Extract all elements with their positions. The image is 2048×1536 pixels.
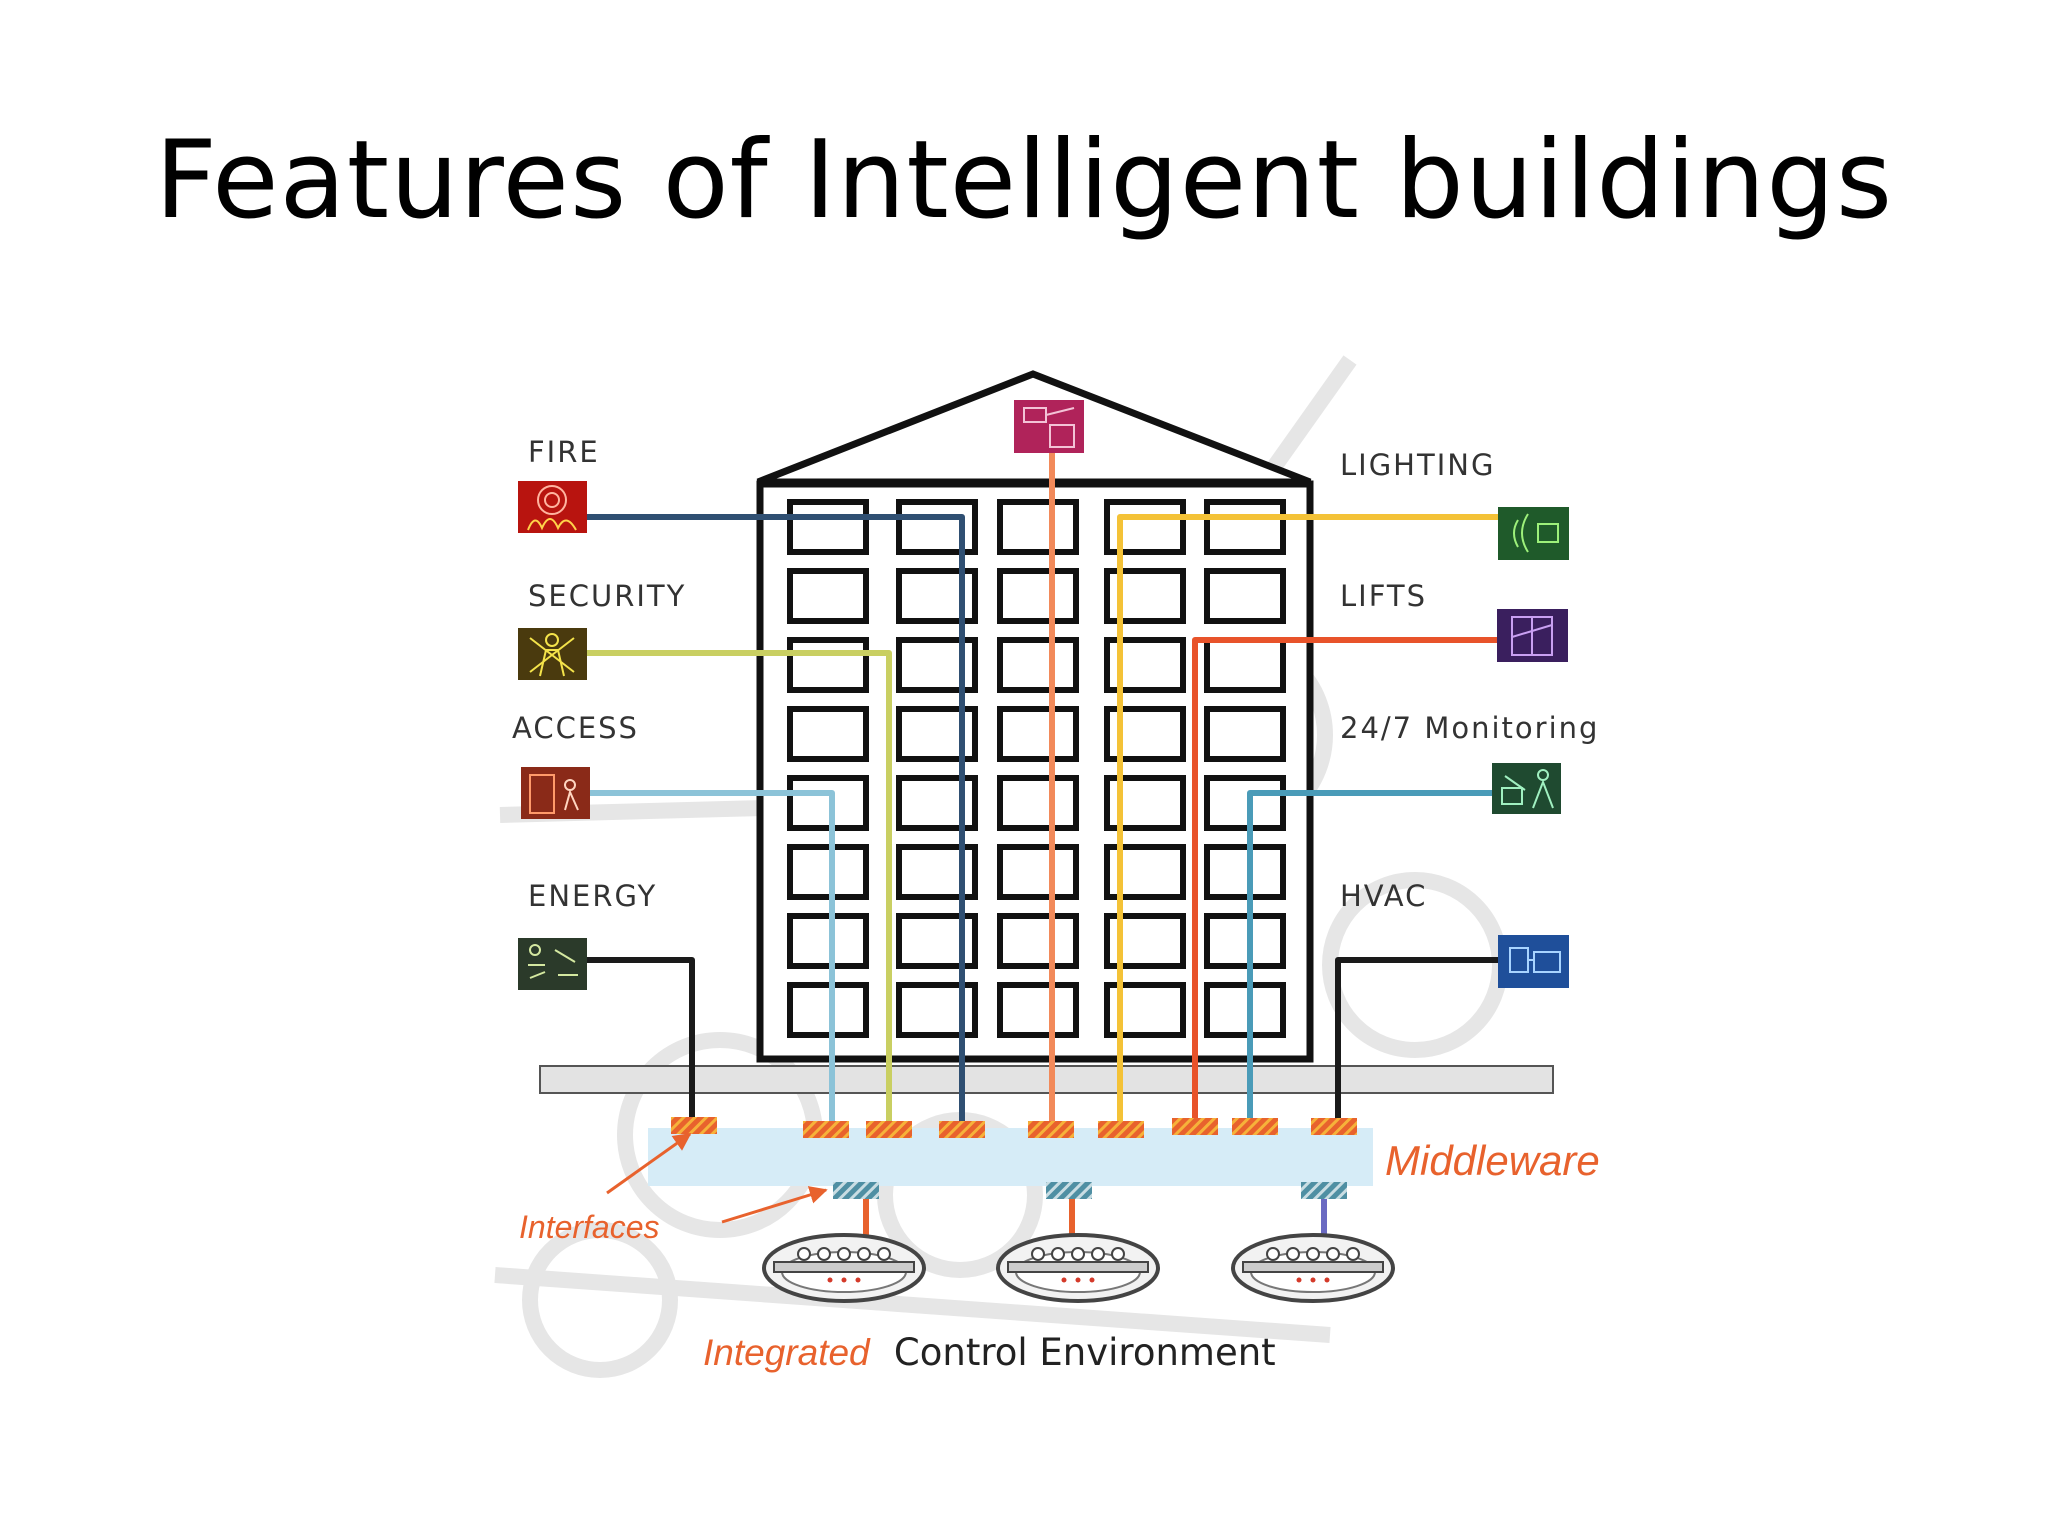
security-guard-icon — [518, 628, 587, 680]
meter-icon — [762, 1233, 926, 1303]
building-window — [997, 982, 1079, 1038]
middleware-bar — [648, 1128, 1373, 1186]
building-window — [787, 499, 869, 555]
energy-line — [585, 957, 695, 1125]
monitoring-line — [1247, 790, 1495, 1125]
building-window — [997, 637, 1079, 693]
lighting-line — [1117, 514, 1500, 1125]
building-window — [1204, 499, 1286, 555]
interface-connector — [1046, 1182, 1092, 1199]
interface-connector — [803, 1121, 849, 1138]
monitoring-icon — [1492, 763, 1561, 814]
footer-rest: Control Environment — [894, 1331, 1276, 1374]
system-labels: FIRE SECURITY ACCESS ENERGY LIGHTING LIF… — [512, 435, 1599, 913]
building-window — [1204, 775, 1286, 831]
middleware-label: Middleware — [1385, 1137, 1600, 1184]
footer-emphasis: Integrated — [703, 1332, 871, 1373]
building-window — [1204, 982, 1286, 1038]
interface-connector — [939, 1121, 985, 1138]
energy-icon — [518, 938, 587, 990]
lift-icon — [1497, 609, 1568, 662]
door-access-icon — [521, 767, 590, 819]
building-window — [787, 775, 869, 831]
label-energy: ENERGY — [528, 879, 657, 913]
hvac-line — [1335, 957, 1500, 1125]
slide-title: Features of Intelligent buildings — [154, 118, 1894, 243]
building-window — [997, 706, 1079, 762]
interface-connector — [1028, 1121, 1074, 1138]
building-window — [787, 568, 869, 624]
fire-alarm-icon — [518, 481, 587, 533]
interfaces — [671, 1117, 1357, 1199]
label-lighting: LIGHTING — [1340, 448, 1495, 482]
building-windows — [787, 499, 1286, 1038]
building-window — [1204, 844, 1286, 900]
security-line — [585, 650, 892, 1125]
building-window — [787, 637, 869, 693]
footer-caption: Integrated Control Environment — [703, 1331, 1276, 1374]
interface-arrows — [606, 1132, 828, 1224]
interface-connector — [1172, 1118, 1218, 1135]
label-hvac: HVAC — [1340, 879, 1427, 913]
building-window — [787, 982, 869, 1038]
label-access: ACCESS — [512, 711, 639, 745]
label-security: SECURITY — [528, 579, 686, 613]
access-line — [585, 790, 835, 1125]
building-window — [787, 844, 869, 900]
interface-connector — [1301, 1182, 1347, 1199]
building-window — [787, 706, 869, 762]
building-window — [997, 499, 1079, 555]
label-fire: FIRE — [528, 435, 600, 469]
building-window — [1204, 913, 1286, 969]
building-window — [1204, 637, 1286, 693]
building-window — [1204, 706, 1286, 762]
system-icons — [518, 400, 1569, 990]
building-window — [997, 913, 1079, 969]
label-monitoring: 24/7 Monitoring — [1340, 711, 1599, 745]
building-window — [997, 568, 1079, 624]
interface-connector — [866, 1121, 912, 1138]
building — [539, 370, 1554, 1094]
meter-icon — [1231, 1233, 1395, 1303]
meters — [762, 1233, 1395, 1303]
label-lifts: LIFTS — [1340, 579, 1427, 613]
building-window — [1204, 568, 1286, 624]
meter-icon — [996, 1233, 1160, 1303]
interface-connector — [1311, 1118, 1357, 1135]
building-foundation — [539, 1065, 1554, 1094]
fire-line — [585, 514, 965, 1125]
interface-arrow — [721, 1186, 828, 1224]
connection-lines — [585, 435, 1500, 1245]
building-window — [787, 913, 869, 969]
interface-connector — [833, 1182, 879, 1199]
lifts-line — [1192, 637, 1500, 1125]
building-window — [997, 844, 1079, 900]
interface-connector — [671, 1117, 717, 1134]
cctv-icon — [1014, 400, 1084, 453]
interfaces-label: Interfaces — [519, 1209, 660, 1245]
hvac-icon — [1498, 935, 1569, 988]
interface-connector — [1098, 1121, 1144, 1138]
building-window — [997, 775, 1079, 831]
lighting-icon — [1498, 507, 1569, 560]
interface-arrow — [606, 1132, 692, 1195]
interface-connector — [1232, 1118, 1278, 1135]
